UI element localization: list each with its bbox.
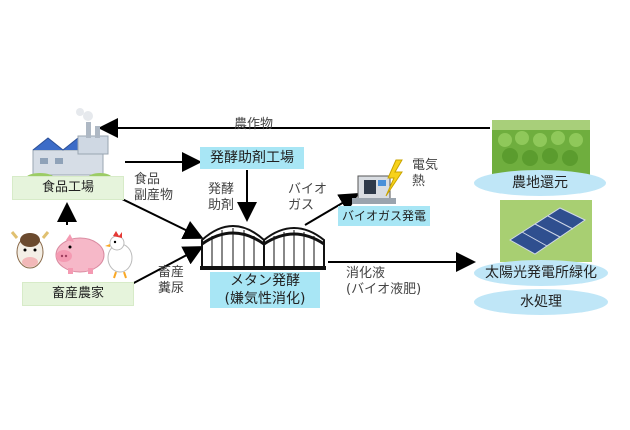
factory-icon <box>26 108 112 183</box>
ellipse-solar-greening: 太陽光発電所緑化 <box>474 260 608 286</box>
box-methane-fermentation: メタン発酵 (嫌気性消化) <box>210 272 320 308</box>
box-livestock-farmer: 畜産農家 <box>22 282 134 306</box>
chicken-icon <box>105 231 133 279</box>
generator-icon <box>352 175 396 204</box>
label-fermentation-agent: 発酵 助剤 <box>208 182 235 213</box>
box-food-factory: 食品工場 <box>12 176 124 200</box>
digester-tanks-icon <box>200 225 326 270</box>
lightning-icon <box>385 159 403 197</box>
box-fermentation-agent-factory: 発酵助剤工場 <box>200 147 304 169</box>
arrow-methane-to-biogas-power <box>304 192 360 226</box>
label-digestate: 消化液 (バイオ液肥) <box>346 266 422 297</box>
ellipse-water-treatment: 水処理 <box>474 289 608 315</box>
label-manure: 畜産 糞尿 <box>158 265 185 296</box>
pig-icon <box>55 234 105 274</box>
solar-panel-icon <box>500 200 592 262</box>
arrow-manure-to-methane <box>129 246 204 286</box>
cow-icon <box>10 231 50 269</box>
crop-field-icon <box>492 120 590 175</box>
arrow-byproduct-to-methane <box>119 197 204 239</box>
label-crops: 農作物 <box>234 117 274 132</box>
label-food-byproduct: 食品 副産物 <box>134 172 174 203</box>
ellipse-farmland-return: 農地還元 <box>474 170 606 196</box>
label-biogas: バイオ ガス <box>288 182 328 213</box>
label-electricity-heat: 電気 熱 <box>412 158 439 189</box>
box-biogas-power: バイオガス発電 <box>338 206 430 226</box>
